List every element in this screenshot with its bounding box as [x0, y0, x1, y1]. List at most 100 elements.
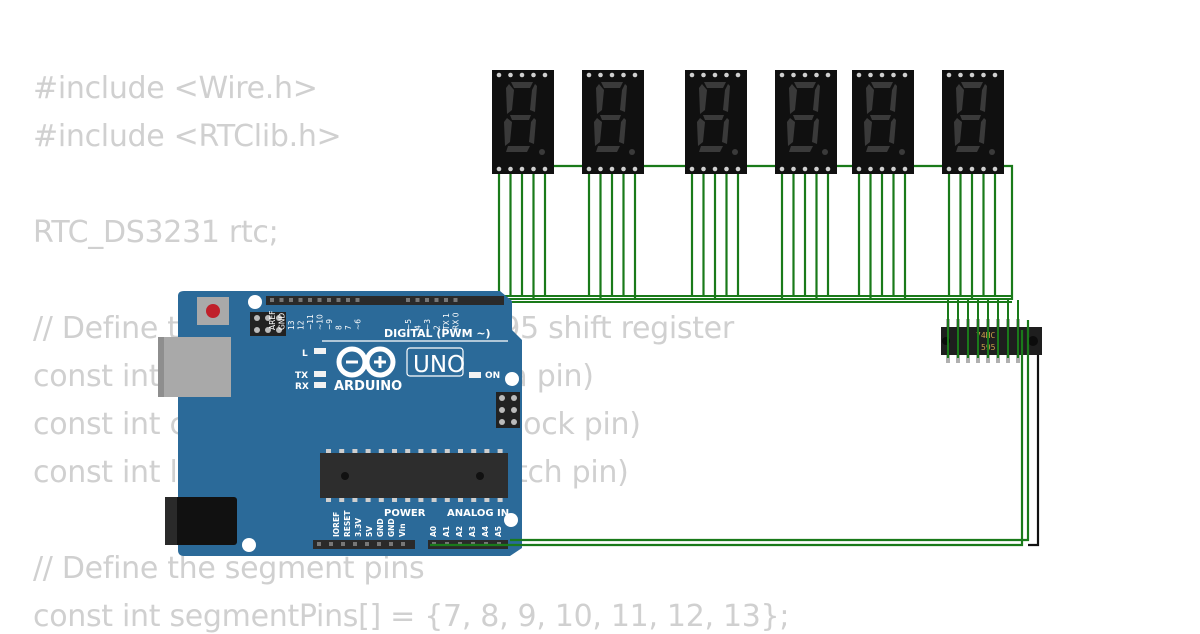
display-segment: [594, 118, 602, 146]
display-segment: [530, 84, 537, 112]
display-segment: [954, 118, 962, 146]
display-pin: [689, 166, 695, 172]
display-pin: [609, 72, 615, 78]
display-pin: [946, 72, 952, 78]
power-pin-label: 3.3V: [354, 518, 363, 537]
reset-button[interactable]: [206, 304, 220, 318]
analog-pin-label: A3: [468, 526, 477, 537]
digital-pin-label: AREF: [268, 311, 277, 330]
display-pin: [496, 166, 502, 172]
display-decimal-point: [732, 149, 738, 155]
display-segment: [511, 82, 533, 88]
analog-pin-label: A0: [429, 526, 438, 537]
display-decimal-point: [539, 149, 545, 155]
seven-segment-display: [685, 70, 747, 174]
display-pin: [992, 72, 998, 78]
display-pin: [992, 166, 998, 172]
display-pin: [701, 72, 706, 78]
chip-leg: [484, 449, 490, 453]
display-segment: [529, 118, 536, 144]
chip-leg: [431, 449, 437, 453]
chip-leg: [352, 498, 358, 502]
display-pin: [791, 72, 796, 78]
digital-pin-label: RX 0: [452, 312, 461, 330]
display-pin: [542, 166, 548, 172]
analog-pin-label: A5: [494, 526, 503, 537]
display-segment: [619, 118, 626, 144]
display-segment: [722, 118, 729, 144]
led-tx: [314, 371, 326, 377]
display-pin: [868, 166, 873, 172]
display-segment: [789, 146, 813, 152]
digital-pin-label: 13: [287, 320, 296, 330]
header-pin: [336, 298, 341, 302]
display-segment: [866, 84, 874, 114]
display-segment: [960, 115, 981, 120]
header-pin: [317, 298, 322, 302]
chip-leg: [444, 498, 450, 502]
wire: [430, 330, 1024, 547]
chip-leg: [444, 449, 450, 453]
display-pin: [598, 166, 603, 172]
chip-leg: [392, 498, 397, 502]
mount-hole: [242, 538, 256, 552]
chip-leg: [471, 498, 477, 502]
wire: [510, 320, 1030, 542]
display-pin: [632, 166, 638, 172]
wire: [1028, 355, 1040, 547]
display-pin: [802, 166, 808, 172]
display-pin: [879, 72, 885, 78]
display-pin: [891, 72, 896, 78]
led-label-rx: RX: [295, 382, 309, 392]
power-jack-edge: [165, 497, 177, 545]
seven-segment-display: [942, 70, 1004, 174]
on-label: ON: [485, 371, 500, 381]
display-pin: [779, 166, 785, 172]
display-decimal-point: [989, 149, 995, 155]
chip-leg: [339, 498, 345, 502]
chip-leg: [458, 498, 463, 502]
display-pin: [508, 72, 513, 78]
display-segment: [979, 118, 986, 144]
display-pin: [825, 72, 831, 78]
analog-label: ANALOG IN: [447, 508, 509, 519]
chip-leg: [418, 449, 424, 453]
display-segment: [794, 82, 816, 88]
header-pin: [298, 298, 303, 302]
wire: [520, 164, 1014, 300]
display-segment: [506, 146, 530, 152]
chip-leg: [365, 498, 371, 502]
chip-leg: [484, 498, 490, 502]
display-segment: [956, 146, 980, 152]
digital-pin-label: ~9: [325, 319, 334, 330]
analog-pin-label: A2: [455, 526, 464, 537]
display-segment: [812, 118, 819, 144]
chip-leg: [392, 449, 397, 453]
display-segment: [510, 115, 531, 120]
display-segment: [866, 146, 890, 152]
display-pin: [814, 166, 819, 172]
digital-pin-label: ~11: [306, 314, 315, 330]
header-pin: [346, 298, 350, 302]
header-pin: [389, 542, 393, 546]
display-pin: [689, 72, 695, 78]
display-pin: [531, 166, 536, 172]
display-pin: [531, 72, 536, 78]
display-pin: [856, 72, 862, 78]
display-pin: [496, 72, 502, 78]
code-line: // Define the segment pins: [33, 551, 425, 586]
code-line: #include <Wire.h>: [33, 71, 318, 106]
chip-leg: [352, 449, 358, 453]
header-pin: [415, 298, 420, 302]
shift-register-74hc595[interactable]: 74HC 595: [941, 319, 1042, 363]
digital-pin-label: 2: [433, 325, 442, 330]
led-label-tx: TX: [295, 371, 308, 381]
shift-register-label: 74HC: [976, 331, 995, 340]
header-pin: [279, 298, 284, 302]
display-segment: [596, 84, 604, 114]
display-pin: [946, 166, 952, 172]
display-pin: [902, 72, 908, 78]
